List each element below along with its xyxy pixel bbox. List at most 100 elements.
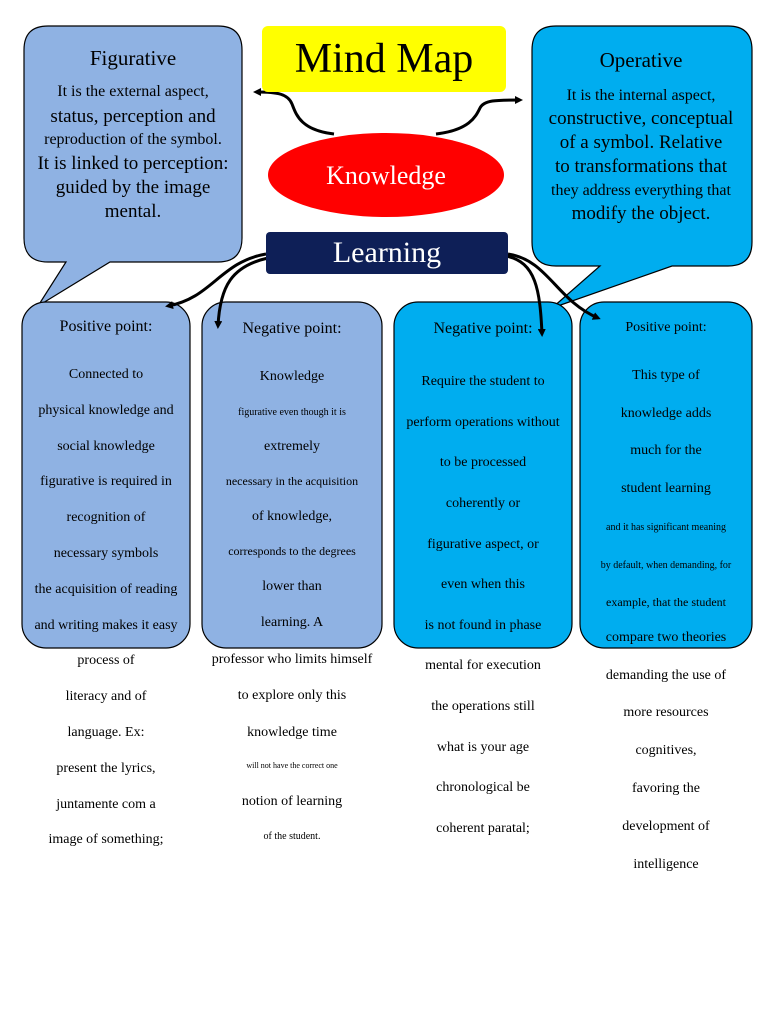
- knowledge-label: Knowledge: [326, 161, 446, 190]
- learning-label: Learning: [332, 236, 442, 269]
- card-line: knowledge time: [247, 724, 337, 740]
- card-line: to be processed: [439, 455, 527, 471]
- card-line: image of something;: [48, 832, 164, 848]
- card-line: Require the student to: [421, 374, 545, 390]
- card-line: much for the: [630, 443, 702, 459]
- card-line: will not have the correct one: [246, 760, 338, 770]
- figurative-heading: Figurative: [89, 46, 177, 70]
- card-line: favoring the: [631, 781, 701, 796]
- card-heading: Negative point:: [433, 320, 533, 337]
- operative-line: It is the internal aspect,: [566, 86, 716, 104]
- card-line: the acquisition of reading: [34, 581, 178, 597]
- card-line: figurative even though it is: [238, 406, 346, 418]
- arrow-to-card-4: [507, 252, 601, 320]
- operative-bubble: [531, 25, 753, 309]
- card-heading: Positive point:: [59, 318, 153, 335]
- card-heading: Negative point:: [242, 320, 342, 337]
- card-2-shape: [201, 301, 383, 649]
- figurative-line: It is linked to perception:: [37, 152, 229, 174]
- card-line: process of: [77, 653, 135, 669]
- card-line: demanding the use of: [605, 667, 727, 683]
- card-4-shape: [579, 301, 753, 649]
- card-line: intelligence: [633, 856, 699, 872]
- card-line: physical knowledge and: [38, 402, 174, 418]
- card-line: cognitives,: [635, 743, 697, 759]
- card-line: perform operations without: [406, 414, 560, 430]
- card-line: development of: [622, 818, 710, 834]
- card-line: even when this: [441, 577, 525, 593]
- card-line: of the student.: [263, 830, 321, 842]
- card-line: to explore only this: [237, 688, 347, 704]
- card-line: is not found in phase: [424, 617, 542, 633]
- card-line: figurative aspect, or: [427, 536, 539, 552]
- card-line: recognition of: [66, 510, 146, 526]
- card-line: of knowledge,: [251, 508, 333, 524]
- learning-box: Learning: [266, 232, 508, 274]
- figurative-bubble: [23, 25, 243, 307]
- card-line: student learning: [621, 481, 711, 497]
- card-line: Connected to physical knowledge and soci…: [26, 348, 186, 867]
- card-line: notion of learning: [241, 794, 343, 810]
- operative-line: modify the object.: [571, 203, 711, 225]
- card-negative-figurative: Negative point: Knowledge figurative eve…: [206, 320, 378, 861]
- card-line: extremely: [264, 438, 320, 454]
- card-line: Connected to: [68, 366, 144, 382]
- card-line: by default, when demanding, for: [600, 559, 732, 571]
- arrow-to-card-3: [505, 254, 546, 337]
- card-line: Knowledge: [259, 369, 325, 385]
- card-line: knowledge adds: [620, 405, 712, 421]
- arrow-to-card-1: [165, 252, 267, 310]
- arrow-to-figurative: [253, 88, 335, 136]
- operative-line: they address everything that: [551, 181, 731, 199]
- knowledge-ellipse: [268, 133, 504, 217]
- arrow-to-card-2: [214, 256, 269, 329]
- card-line: example, that the student: [606, 594, 726, 609]
- operative-line: to transformations that: [554, 156, 728, 178]
- figurative-line: guided by the image: [55, 176, 211, 198]
- card-line: more resources: [623, 705, 709, 721]
- operative-heading: Operative: [599, 48, 683, 72]
- card-line: chronological be: [436, 780, 530, 796]
- card-line: learning. A: [260, 615, 324, 631]
- page-title: Mind Map: [294, 36, 474, 82]
- card-negative-operative: Negative point: Require the student to p…: [398, 320, 568, 859]
- card-line: lower than: [262, 579, 322, 595]
- figurative-line: mental.: [104, 201, 162, 223]
- card-line: This type of: [632, 367, 700, 383]
- card-line: mental for execution: [425, 658, 541, 674]
- card-line: literacy and of: [65, 689, 147, 705]
- card-line: corresponds to the degrees: [228, 544, 356, 559]
- card-body: This type of knowledge adds much for the…: [584, 348, 748, 893]
- figurative-text: Figurative It is the external aspect, st…: [26, 46, 240, 223]
- operative-line: of a symbol. Relative: [559, 132, 723, 154]
- figurative-line: reproduction of the symbol.: [44, 131, 222, 149]
- card-line: and it has significant meaning: [606, 522, 726, 534]
- card-line: necessary symbols: [53, 545, 159, 561]
- card-line: language. Ex:: [67, 725, 145, 741]
- title-box: Mind Map: [262, 26, 506, 92]
- card-heading: Positive point:: [625, 320, 707, 335]
- card-positive-figurative: Positive point: Connected to physical kn…: [26, 318, 186, 867]
- arrow-to-operative: [435, 96, 523, 136]
- card-line: coherently or: [445, 496, 521, 512]
- card-positive-operative: Positive point: This type of knowledge a…: [584, 320, 748, 893]
- operative-line: constructive, conceptual: [548, 108, 734, 130]
- operative-text: Operative It is the internal aspect, con…: [536, 48, 746, 225]
- card-line: figurative is required in: [40, 474, 172, 490]
- card-line: juntamente com a: [56, 796, 156, 812]
- card-body: Require the student to perform operation…: [398, 352, 568, 859]
- card-line: and writing makes it easy: [34, 617, 178, 633]
- card-line: what is your age: [436, 739, 530, 755]
- card-line: professor who limits himself: [211, 651, 373, 667]
- card-line: social knowledge: [57, 438, 155, 454]
- card-line: compare two theories: [605, 629, 727, 645]
- card-1-shape: [21, 301, 191, 649]
- card-3-shape: [393, 301, 573, 649]
- card-line: present the lyrics,: [56, 760, 156, 776]
- card-line: necessary in the acquisition: [225, 474, 359, 489]
- card-line: coherent paratal;: [436, 820, 530, 836]
- figurative-line: status, perception and: [50, 106, 216, 128]
- card-line: the operations still: [431, 699, 535, 715]
- figurative-line: It is the external aspect,: [57, 82, 209, 100]
